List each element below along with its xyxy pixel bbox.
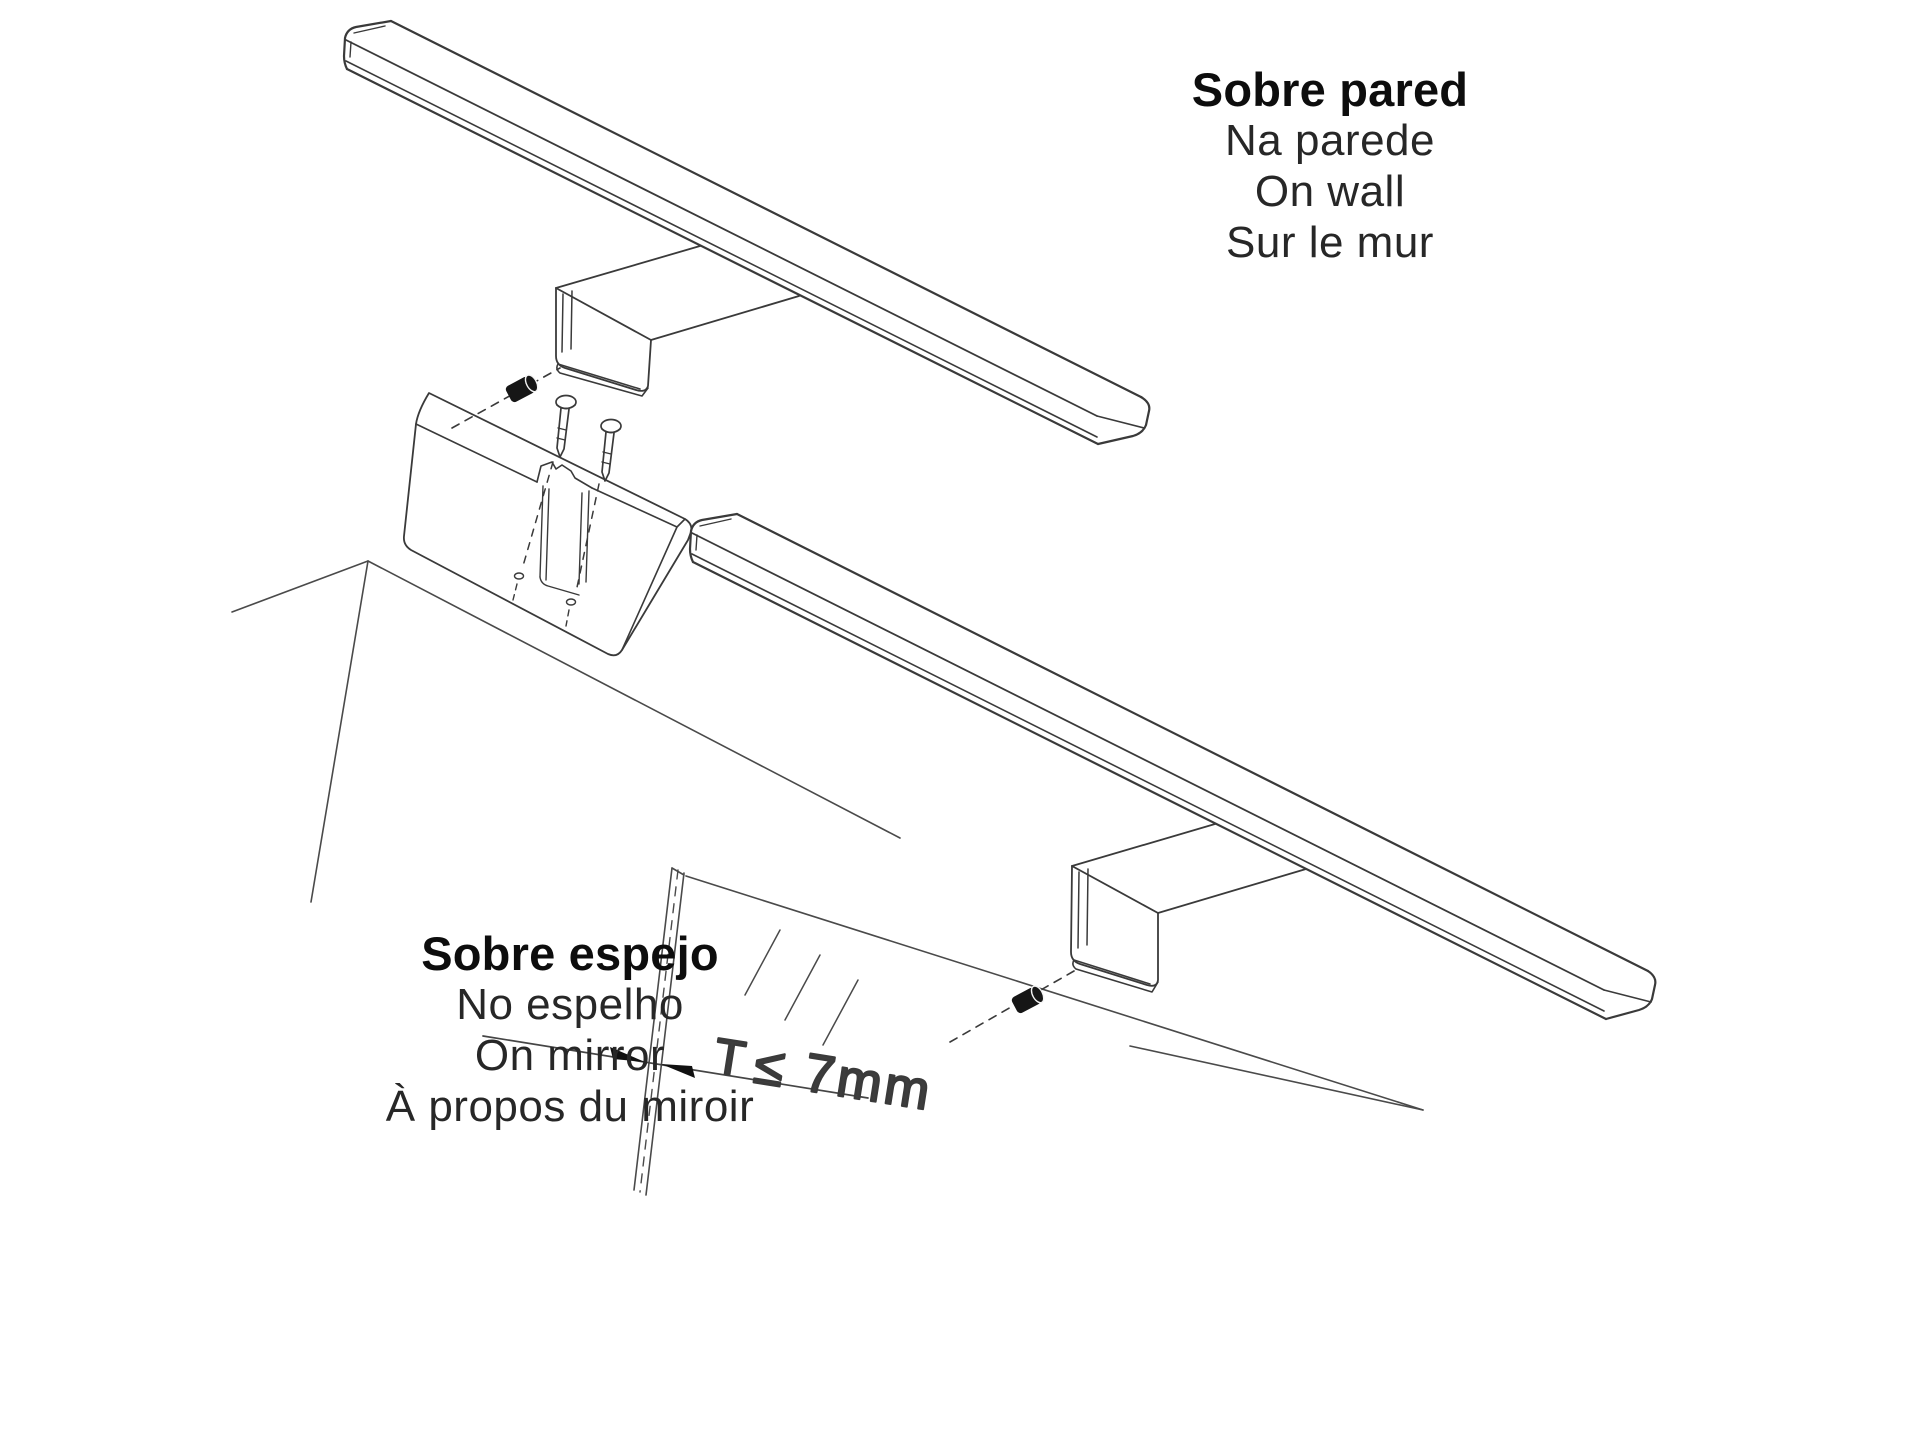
wall-mount-translation-en: On wall bbox=[1254, 167, 1406, 216]
light-bar-icon bbox=[688, 512, 1657, 1021]
wall-mount-title: Sobre pared bbox=[1191, 63, 1469, 116]
wall-mount-translation-fr: Sur le mur bbox=[1226, 218, 1434, 267]
mounting-arm-icon bbox=[1070, 823, 1307, 993]
thickness-dimension bbox=[482, 1035, 869, 1099]
wall-plate-icon bbox=[402, 392, 693, 657]
mirror-mount-label: Sobre espejo No espelho On mirror À prop… bbox=[320, 928, 820, 1132]
grub-screw-icon bbox=[949, 970, 1075, 1043]
reflection-hatches bbox=[744, 929, 859, 1046]
wall-mount-translation-pt: Na parede bbox=[1225, 116, 1435, 165]
mirror-edge bbox=[633, 867, 1424, 1196]
mirror-mount-translation-pt: No espelho bbox=[456, 980, 684, 1029]
wood-screw-icon bbox=[575, 418, 622, 593]
mirror-mount-title: Sobre espejo bbox=[421, 927, 719, 980]
dimension-arrow-right bbox=[661, 1064, 695, 1078]
dimension-arrow-left bbox=[610, 1047, 645, 1062]
mirror-mount-translation-en: On mirror bbox=[474, 1031, 666, 1080]
wall-edge-lines bbox=[231, 560, 901, 903]
light-bar-icon bbox=[342, 19, 1151, 446]
wall-mount-figure bbox=[231, 19, 1151, 903]
wall-mount-label: Sobre pared Na parede On wall Sur le mur bbox=[1080, 64, 1580, 268]
mounting-arm-icon bbox=[555, 245, 800, 397]
mirror-mount-translation-fr: À propos du miroir bbox=[385, 1082, 755, 1131]
wood-screw-icon bbox=[522, 394, 577, 567]
grub-screw-icon bbox=[451, 367, 561, 429]
